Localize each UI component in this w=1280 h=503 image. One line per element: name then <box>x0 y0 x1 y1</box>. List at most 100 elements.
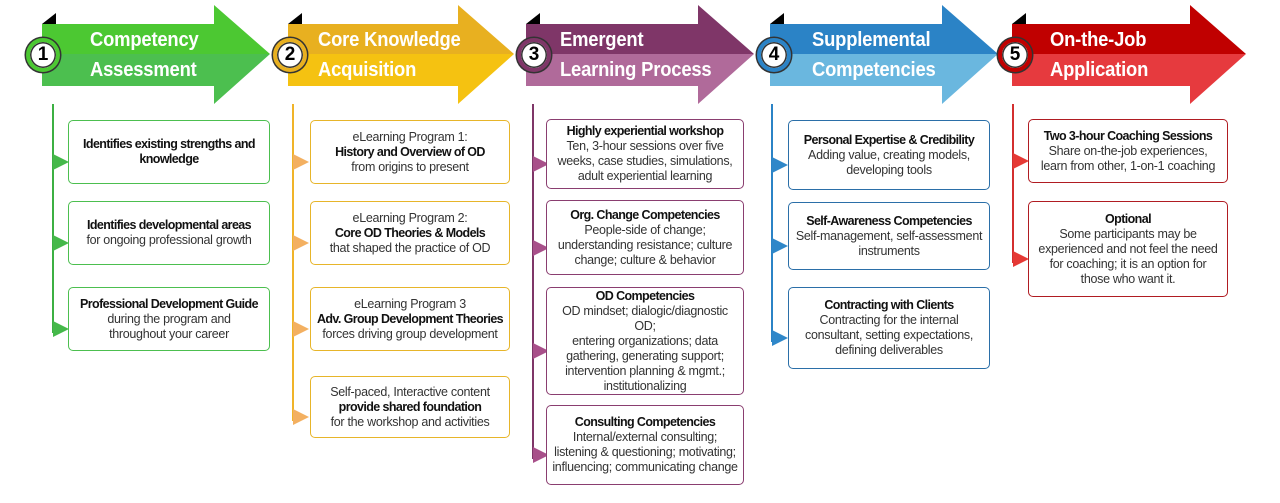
item-description: Adding value, creating models, <box>808 147 970 162</box>
item-description: Self-management, self-assessment <box>795 228 983 243</box>
item-pointer-arrow-icon <box>533 447 549 463</box>
item-heading: Consulting Competencies <box>574 415 716 429</box>
item-pointer-arrow-icon <box>293 409 309 425</box>
item-description: Share on-the-job experiences, <box>1048 143 1208 158</box>
arrow-top-half <box>526 5 754 54</box>
item-heading: Highly experiential workshop <box>566 124 724 138</box>
item-description: adult experiential learning <box>577 169 713 183</box>
arrow-bottom-half <box>42 54 270 104</box>
item-pointer-arrow-icon <box>293 154 309 170</box>
item-heading: Two 3-hour Coaching Sessions <box>1043 128 1213 143</box>
arrow-bottom-half <box>770 54 998 104</box>
arrow-top-half <box>1012 5 1246 54</box>
item-description: Self-paced, Interactive content <box>330 384 490 399</box>
item-pointer-arrow-icon <box>772 238 788 254</box>
stage-title-line1: On-the-Job <box>1050 29 1147 51</box>
connector-line-emergent <box>532 104 534 459</box>
stage-title-line2: Competencies <box>812 59 936 81</box>
item-description: those who want it. <box>1080 271 1176 286</box>
stage-title-line1: Core Knowledge <box>318 29 461 51</box>
item-heading: Identifies existing strengths and <box>83 137 256 151</box>
item-heading: Org. Change Competencies <box>570 207 720 222</box>
item-heading: provide shared foundation <box>338 399 482 414</box>
step-number-badge-4: 4 <box>757 38 791 72</box>
arrow-bottom-half <box>1012 54 1246 104</box>
step-number-badge-1: 1 <box>26 38 60 72</box>
item-pointer-arrow-icon <box>293 321 309 337</box>
item-description: throughout your career <box>109 326 229 341</box>
arrow-top-half <box>42 5 270 54</box>
step-number-badge-5: 5 <box>998 38 1032 72</box>
item-description: instruments <box>858 243 920 258</box>
item-description: understanding resistance; culture <box>557 237 733 252</box>
item-description: eLearning Program 3 <box>354 296 466 311</box>
arrow-fold-corner <box>42 13 56 24</box>
item-description: Internal/external consulting; <box>572 430 718 444</box>
item-description: listening & questioning; motivating; <box>554 445 736 459</box>
item-description: Contracting for the internal <box>819 313 959 327</box>
stage-item-box: eLearning Program 1:History and Overview… <box>310 120 510 184</box>
stage-title-line2: Application <box>1050 59 1149 81</box>
item-heading: Personal Expertise & Credibility <box>803 132 975 147</box>
item-heading: History and Overview of OD <box>335 144 485 159</box>
item-description: gathering, generating support; <box>566 348 724 363</box>
connector-line-competency <box>52 104 54 333</box>
step-number-badge-2: 2 <box>273 38 307 72</box>
item-description: influencing; communicating change <box>552 460 738 474</box>
arrow-top-half <box>288 5 514 54</box>
item-pointer-arrow-icon <box>1013 251 1029 267</box>
item-description: for the workshop and activities <box>330 414 490 429</box>
stage-item-box: eLearning Program 2:Core OD Theories & M… <box>310 201 510 265</box>
arrow-bottom-half <box>288 54 514 104</box>
item-description: change; culture & behavior <box>574 252 716 267</box>
arrow-shape <box>526 5 754 104</box>
item-description: from origins to present <box>351 159 469 174</box>
item-pointer-arrow-icon <box>53 235 69 251</box>
connector-line-core-knowledge <box>292 104 294 421</box>
item-heading: Contracting with Clients <box>824 298 954 312</box>
item-pointer-arrow-icon <box>533 343 549 359</box>
item-heading: OD Competencies <box>595 288 695 303</box>
item-description: experienced and not feel the need <box>1038 241 1218 256</box>
stage-title-line1: Competency <box>90 29 199 51</box>
item-description: People-side of change; <box>584 222 706 237</box>
arrow-top-half <box>770 5 998 54</box>
stage-title-line1: Emergent <box>560 29 644 51</box>
item-description: OD mindset; dialogic/diagnostic OD; <box>562 303 728 333</box>
item-heading: knowledge <box>139 152 199 166</box>
connector-line-on-the-job <box>1012 104 1014 263</box>
stage-title-line2: Acquisition <box>318 59 417 81</box>
item-heading: Self-Awareness Competencies <box>806 213 972 228</box>
item-heading: Optional <box>1105 211 1151 226</box>
item-description: forces driving group development <box>322 326 498 341</box>
connector-line-supplemental <box>771 104 773 342</box>
arrow-shape <box>288 5 514 104</box>
item-pointer-arrow-icon <box>1013 153 1029 169</box>
item-description: consultant, setting expectations, <box>805 328 973 342</box>
item-pointer-arrow-icon <box>53 321 69 337</box>
item-description: for coaching; it is an option for <box>1049 256 1207 271</box>
arrow-shape <box>42 5 270 104</box>
stage-title-line1: Supplemental <box>812 29 931 51</box>
item-heading: Adv. Group Development Theories <box>316 311 504 326</box>
arrow-fold-corner <box>288 13 302 24</box>
stage-title-line2: Assessment <box>90 59 197 81</box>
